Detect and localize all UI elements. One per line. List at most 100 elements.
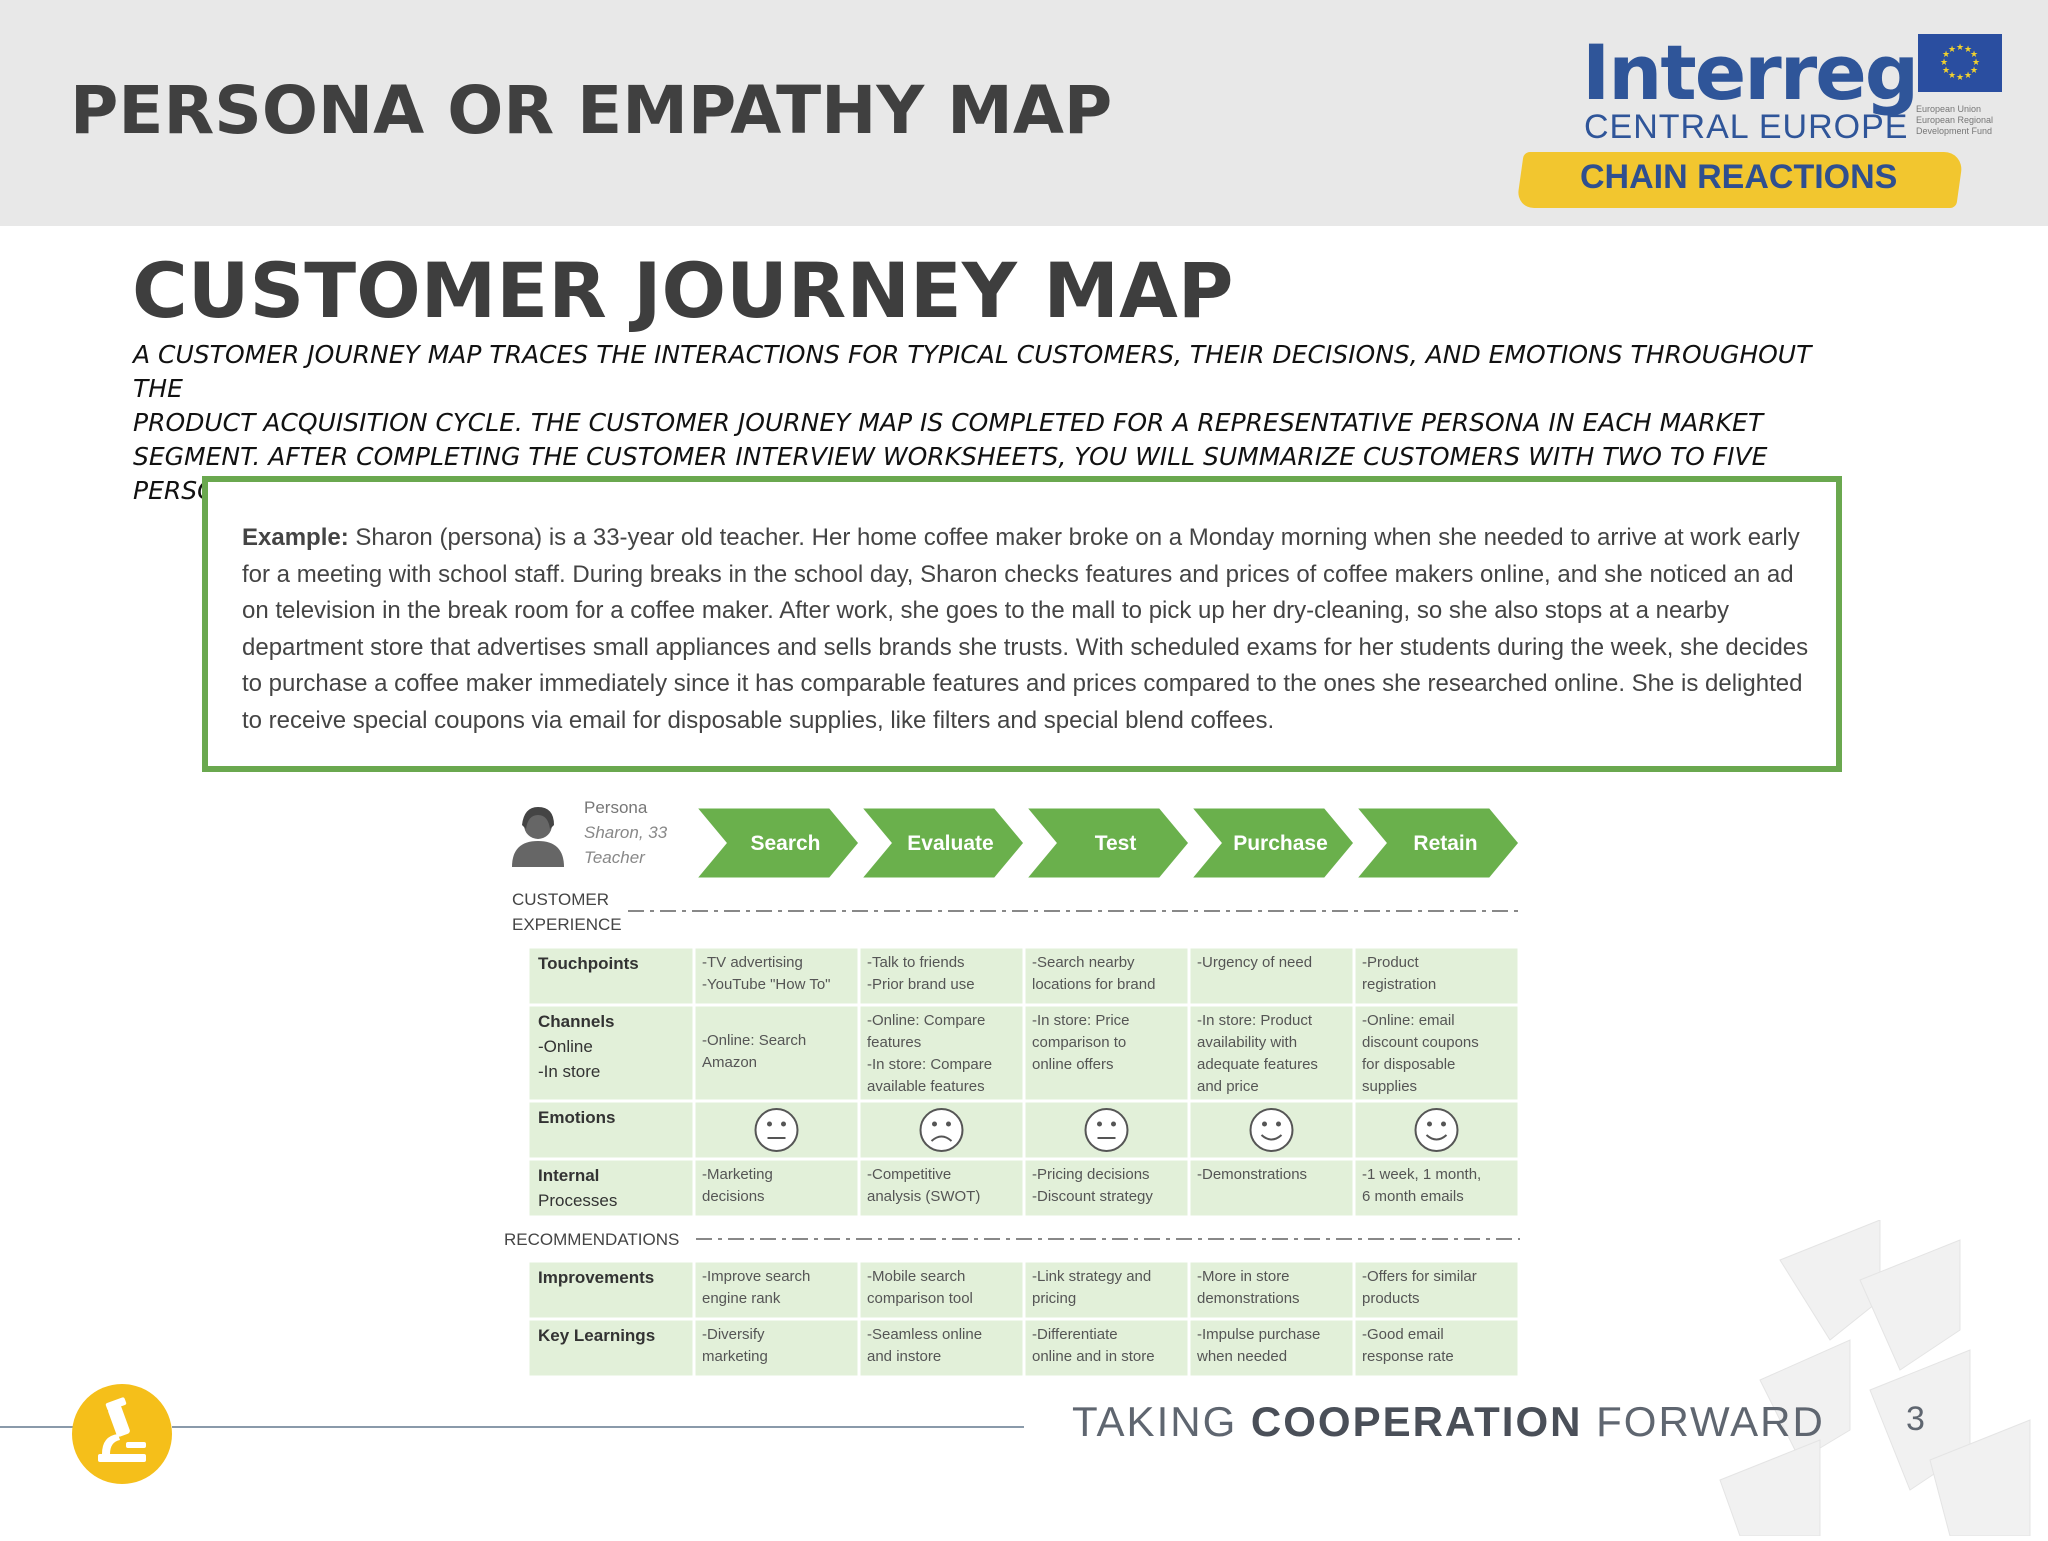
experience-row-label: -In store	[538, 1062, 600, 1081]
recommendation-cell	[1352, 1317, 1521, 1379]
experience-cell-text: -Search nearby	[1032, 954, 1135, 971]
svg-text:★: ★	[1942, 65, 1950, 75]
svg-text:★: ★	[1956, 72, 1964, 82]
experience-cell-text: adequate features	[1197, 1056, 1318, 1073]
footer-line	[172, 1426, 1024, 1428]
recommendation-cell-text: -Differentiate	[1032, 1326, 1118, 1343]
experience-cell-text: -Prior brand use	[867, 976, 975, 993]
footer-tagline: TAKING COOPERATION FORWARD	[1072, 1398, 1825, 1446]
recommendation-cell	[1352, 1259, 1521, 1321]
example-body: Sharon (persona) is a 33-year old teache…	[242, 524, 1809, 734]
recommendation-cell-text: products	[1362, 1290, 1420, 1307]
recommendation-cell-text: -More in store	[1197, 1268, 1290, 1285]
persona-name: Sharon, 33	[584, 823, 668, 842]
experience-cell-text: availability with	[1197, 1034, 1297, 1051]
experience-cell	[692, 945, 861, 1007]
eu-flag-icon: ★★★ ★★★ ★★★ ★★★	[1918, 34, 2002, 92]
experience-cell	[1352, 1157, 1521, 1219]
experience-cell-text: online offers	[1032, 1056, 1113, 1073]
svg-text:★: ★	[1964, 44, 1972, 54]
recommendation-cell	[857, 1317, 1026, 1379]
svg-text:★: ★	[1940, 57, 1948, 67]
recommendation-cell-text: when needed	[1196, 1348, 1287, 1365]
experience-cell-text: decisions	[702, 1188, 765, 1205]
experience-cell-text: -Online: Compare	[867, 1012, 985, 1029]
logo-band-text: CHAIN REACTIONS	[1580, 158, 1898, 196]
experience-cell-text: -Online: Search	[702, 1032, 806, 1049]
experience-cell-text: -In store: Compare	[867, 1056, 992, 1073]
emotion-neutral-icon	[1084, 1108, 1129, 1152]
experience-cell-text: features	[867, 1034, 921, 1051]
experience-cell	[1352, 1003, 1521, 1103]
experience-cell-text: locations for brand	[1032, 976, 1155, 993]
experience-cell-text: for disposable	[1362, 1056, 1455, 1073]
persona-role: Teacher	[584, 848, 646, 867]
experience-cell-text: and price	[1197, 1078, 1259, 1095]
experience-cell	[692, 1157, 861, 1219]
experience-cell-text: -Discount strategy	[1032, 1188, 1153, 1205]
experience-row-label: -Online	[538, 1037, 593, 1056]
experience-cell	[1187, 945, 1356, 1007]
recommendation-cell-text: and instore	[867, 1348, 941, 1365]
recommendation-cell-text: demonstrations	[1197, 1290, 1300, 1307]
recommendation-row-label-cell	[526, 1259, 696, 1321]
recommendation-cell-text: -Improve search	[702, 1268, 810, 1285]
recommendation-cell-text: -Link strategy and	[1032, 1268, 1151, 1285]
example-box: Example: Sharon (persona) is a 33-year o…	[202, 476, 1842, 772]
eu-line: European Regional	[1916, 115, 1994, 125]
experience-cell-text: 6 month emails	[1362, 1188, 1464, 1205]
example-paragraph: Example: Sharon (persona) is a 33-year o…	[242, 520, 1822, 739]
svg-text:★: ★	[1964, 70, 1972, 80]
experience-cell	[1187, 1157, 1356, 1219]
svg-text:★: ★	[1970, 49, 1978, 59]
recommendation-cell	[1022, 1317, 1191, 1379]
eu-line: European Union	[1916, 104, 1982, 114]
experience-cell-text: comparison to	[1032, 1034, 1126, 1051]
stage-label: Search	[750, 832, 820, 855]
experience-row-label: Processes	[538, 1191, 617, 1210]
stage-arrow	[1351, 805, 1522, 881]
recommendation-row-label-cell	[526, 1317, 696, 1379]
experience-cell-text: supplies	[1362, 1078, 1417, 1095]
recommendation-cell-text: -Offers for similar	[1362, 1268, 1477, 1285]
page-number: 3	[1906, 1400, 1925, 1438]
intro-text: A CUSTOMER JOURNEY MAP TRACES THE INTERA…	[133, 340, 1812, 505]
svg-text:★: ★	[1948, 44, 1956, 54]
logo-subtitle: CENTRAL EUROPE	[1584, 108, 1909, 146]
stage-arrow	[691, 805, 862, 881]
experience-cell-text: -Pricing decisions	[1032, 1166, 1150, 1183]
svg-text:★: ★	[1942, 49, 1950, 59]
footer-line	[0, 1426, 75, 1428]
experience-row-label: Emotions	[538, 1108, 615, 1127]
tagline-bold: COOPERATION	[1250, 1398, 1583, 1445]
experience-cell-text: -YouTube "How To"	[702, 976, 831, 993]
experience-cell-text: discount coupons	[1362, 1034, 1479, 1051]
experience-cell	[1022, 1003, 1191, 1103]
example-label: Example:	[242, 524, 349, 551]
stage-arrow	[856, 805, 1027, 881]
experience-cell-text: -Urgency of need	[1197, 954, 1312, 971]
recommendation-cell-text: pricing	[1032, 1290, 1076, 1307]
logo-word: Interreg	[1582, 28, 1919, 117]
recommendation-cell	[857, 1259, 1026, 1321]
experience-cell-text: -1 week, 1 month,	[1362, 1166, 1481, 1183]
interreg-logo: Interreg ★★★ ★★★ ★★★ ★★★ European Union …	[1516, 28, 2010, 218]
eu-line: Development Fund	[1916, 126, 1993, 136]
persona-avatar-icon	[512, 807, 564, 867]
experience-cell-text: -Product	[1362, 954, 1420, 971]
experience-cell-text: -Competitive	[867, 1166, 951, 1183]
emotion-happy-icon	[1414, 1108, 1459, 1152]
recommendation-cell	[1187, 1317, 1356, 1379]
experience-row-label-cell	[526, 1003, 696, 1103]
section-label-experience: EXPERIENCE	[512, 915, 622, 934]
experience-cell-text: -In store: Price	[1032, 1012, 1130, 1029]
decorative-arrows	[1700, 1219, 2048, 1537]
recommendation-cell-text: response rate	[1362, 1348, 1454, 1365]
svg-text:★: ★	[1956, 42, 1964, 52]
tagline-post: FORWARD	[1582, 1398, 1825, 1445]
emotion-happy-icon	[1249, 1108, 1294, 1152]
experience-cell-text: -Online: email	[1362, 1012, 1455, 1029]
recommendation-cell-text: -Mobile search	[867, 1268, 965, 1285]
persona-label: Persona	[584, 798, 648, 817]
